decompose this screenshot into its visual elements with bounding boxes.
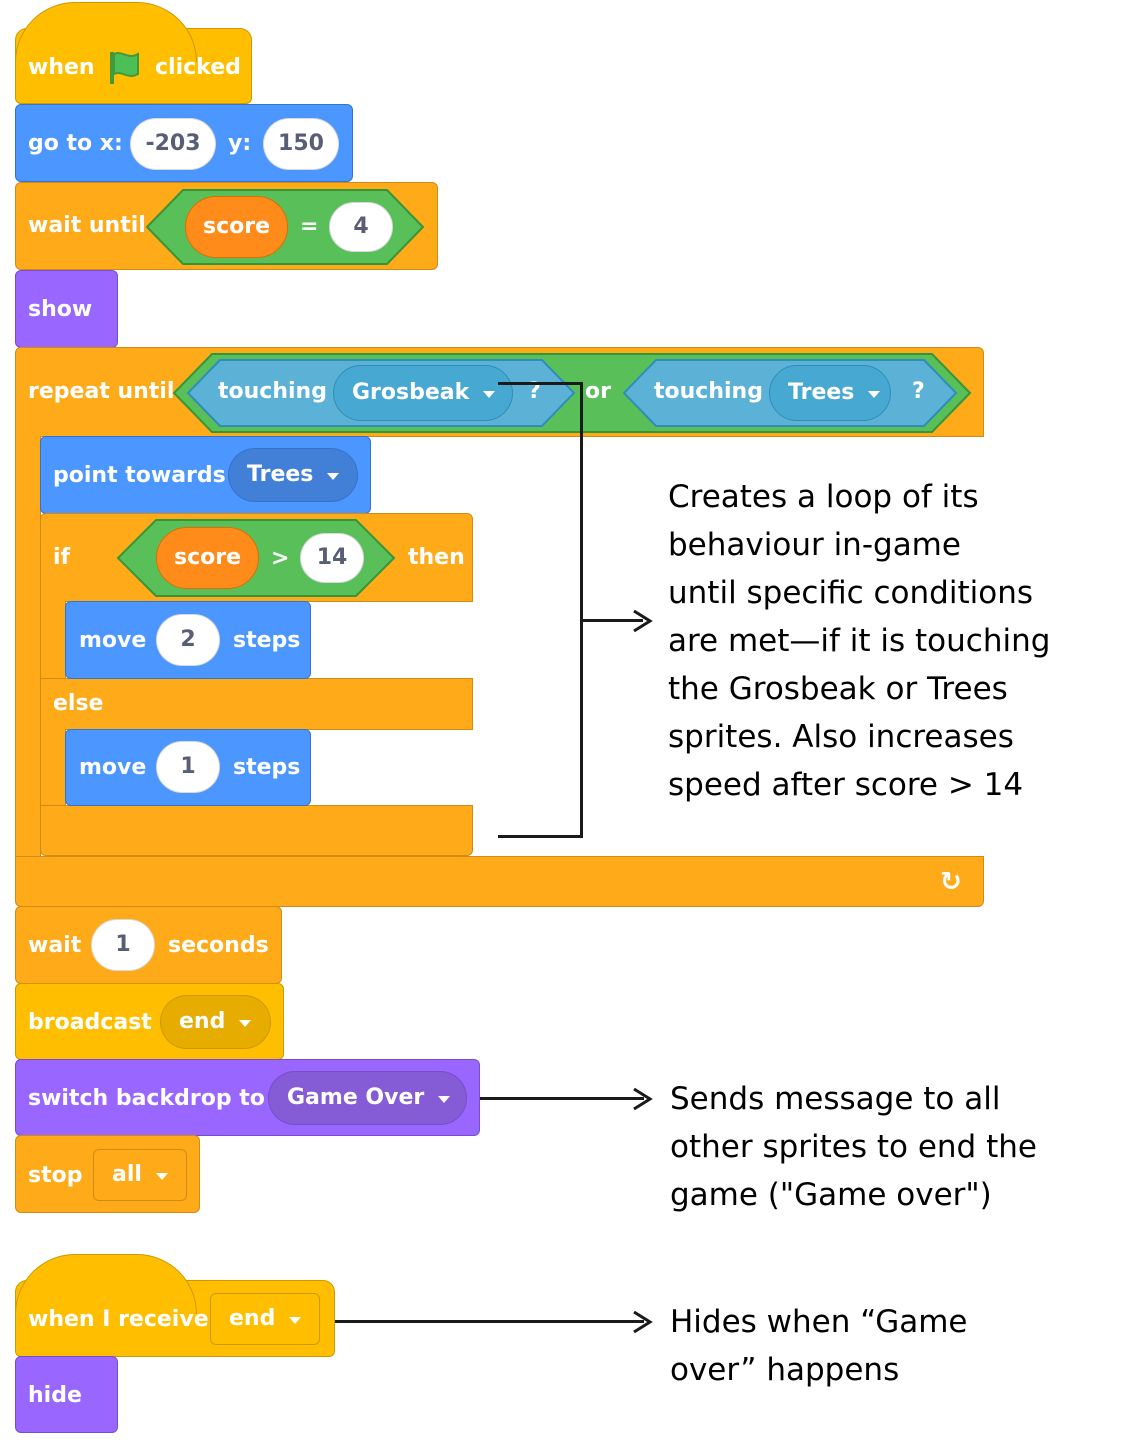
loop-arrow-line — [583, 619, 643, 622]
touching-q-2: ? — [912, 379, 925, 404]
show-block[interactable] — [15, 270, 118, 348]
hide-block[interactable] — [15, 1356, 118, 1433]
receive-message-dropdown[interactable]: end — [210, 1293, 320, 1345]
arrow-head-icon — [633, 609, 653, 633]
hide-arrow-line — [335, 1320, 644, 1323]
greater-than-symbol: > — [271, 546, 290, 571]
seconds-label: seconds — [168, 933, 269, 958]
bracket-top-line — [498, 382, 582, 385]
backdrop-annotation-line: game ("Game over") — [670, 1177, 992, 1213]
receive-message-value: end — [229, 1306, 276, 1331]
touching-label-1: touching — [218, 379, 327, 404]
steps-label-2: steps — [233, 755, 301, 780]
grosbeak-dropdown[interactable]: Grosbeak — [333, 365, 513, 421]
chevron-down-icon — [239, 1019, 252, 1027]
switch-backdrop-label: switch backdrop to — [28, 1086, 265, 1111]
if-else-arm-bottom — [40, 729, 66, 806]
wait-seconds-input[interactable]: 1 — [91, 919, 155, 971]
if-value-input[interactable]: 14 — [300, 533, 364, 583]
loop-annotation-line: speed after score > 14 — [668, 767, 1024, 803]
show-label: show — [28, 297, 93, 322]
chevron-down-icon — [438, 1095, 451, 1103]
move-steps-input-1[interactable]: 2 — [156, 614, 220, 666]
stop-option-dropdown[interactable]: all — [93, 1149, 187, 1201]
backdrop-arrow-line — [480, 1097, 644, 1100]
chevron-down-icon — [483, 390, 496, 398]
hide-annotation-line: over” happens — [670, 1352, 900, 1388]
move-label-1: move — [79, 628, 147, 653]
chevron-down-icon — [327, 472, 340, 480]
loop-arrow-icon: ↻ — [940, 867, 962, 897]
backdrop-annotation-line: Sends message to all — [670, 1081, 1001, 1117]
hat-cap-2 — [15, 1254, 197, 1314]
score-variable-if[interactable]: score — [156, 527, 259, 589]
goto-y-label: y: — [228, 131, 252, 156]
repeat-until-footer — [15, 856, 984, 907]
wait-until-value-input[interactable]: 4 — [329, 202, 393, 252]
arrow-head-icon — [633, 1310, 653, 1334]
green-flag-icon — [110, 52, 139, 84]
if-else-arm-top — [40, 601, 66, 679]
equals-symbol: = — [300, 214, 319, 239]
backdrop-dropdown[interactable]: Game Over — [268, 1071, 467, 1125]
chevron-down-icon — [289, 1316, 302, 1324]
when-i-receive-label: when I receive — [28, 1307, 209, 1332]
bracket-vertical-line — [580, 382, 583, 838]
loop-annotation-line: until specific conditions — [668, 575, 1033, 611]
move-steps-input-2[interactable]: 1 — [156, 741, 220, 793]
broadcast-label: broadcast — [28, 1010, 152, 1035]
hide-label: hide — [28, 1383, 82, 1408]
if-label: if — [53, 545, 71, 570]
goto-x-label: go to x: — [28, 131, 123, 156]
hat-when-label: when — [28, 55, 95, 80]
broadcast-message-value: end — [179, 1009, 226, 1034]
if-else-footer — [40, 805, 473, 856]
wait-label: wait — [28, 933, 82, 958]
score-variable[interactable]: score — [185, 196, 288, 258]
backdrop-dropdown-value: Game Over — [287, 1085, 425, 1110]
backdrop-annotation-line: other sprites to end the — [670, 1129, 1037, 1165]
point-towards-dropdown[interactable]: Trees — [228, 448, 358, 502]
loop-annotation-line: sprites. Also increases — [668, 719, 1014, 755]
wait-until-label: wait until — [28, 213, 146, 238]
else-bar — [40, 678, 473, 730]
trees-dropdown[interactable]: Trees — [769, 365, 891, 421]
or-label: or — [585, 379, 611, 404]
backdrop-annotation: Sends message to all other sprites to en… — [670, 1075, 1037, 1219]
move-label-2: move — [79, 755, 147, 780]
trees-dropdown-value: Trees — [788, 380, 855, 405]
touching-label-2: touching — [654, 379, 763, 404]
bracket-bottom-line — [498, 835, 583, 838]
grosbeak-dropdown-value: Grosbeak — [352, 380, 470, 405]
loop-annotation: Creates a loop of its behaviour in-game … — [668, 473, 1050, 809]
chevron-down-icon — [868, 390, 881, 398]
steps-label-1: steps — [233, 628, 301, 653]
stop-option-value: all — [112, 1162, 142, 1187]
chevron-down-icon — [155, 1172, 168, 1180]
goto-x-input[interactable]: -203 — [130, 118, 216, 170]
loop-annotation-line: are met—if it is touching — [668, 623, 1051, 659]
loop-annotation-line: behaviour in-game — [668, 527, 961, 563]
hide-annotation: Hides when “Game over” happens — [670, 1298, 968, 1394]
hide-annotation-line: Hides when “Game — [670, 1304, 968, 1340]
hat-cap — [15, 2, 197, 62]
else-label: else — [53, 691, 104, 716]
touching-q-1: ? — [528, 379, 541, 404]
arrow-head-icon — [633, 1087, 653, 1111]
point-towards-label: point towards — [53, 463, 226, 488]
then-label: then — [408, 545, 465, 570]
hat-clicked-label: clicked — [155, 55, 241, 80]
goto-y-input[interactable]: 150 — [263, 118, 339, 170]
loop-annotation-line: Creates a loop of its — [668, 479, 979, 515]
repeat-until-label: repeat until — [28, 379, 175, 404]
broadcast-message-dropdown[interactable]: end — [160, 995, 271, 1049]
point-towards-value: Trees — [247, 462, 314, 487]
loop-annotation-line: the Grosbeak or Trees — [668, 671, 1008, 707]
repeat-until-arm — [15, 436, 41, 857]
stop-label: stop — [28, 1163, 83, 1188]
